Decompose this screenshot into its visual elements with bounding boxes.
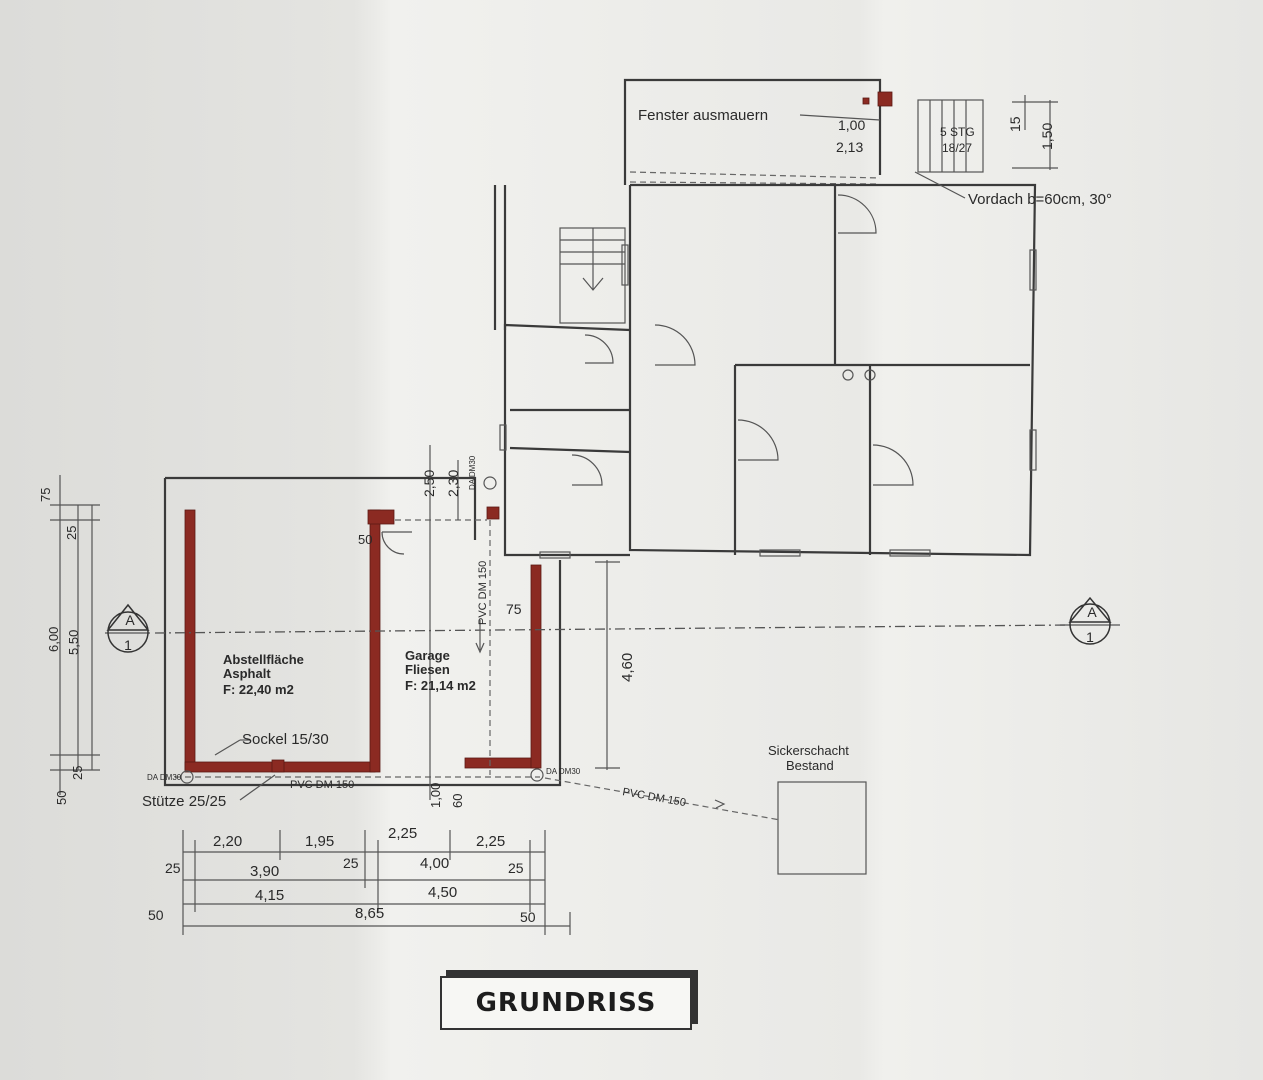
left-dim-75: 75: [38, 488, 53, 502]
left-dim-25b: 25: [70, 766, 85, 780]
label-fenster: Fenster ausmauern: [638, 107, 768, 124]
room-abstell-name: Abstellfläche: [223, 652, 304, 667]
bottom-dim-14: 50: [520, 909, 536, 925]
label-window-2: 2,13: [836, 139, 863, 155]
drawing-title: GRUNDRISS: [440, 976, 692, 1030]
left-dim-600: 6,00: [46, 627, 61, 652]
dimension-lines: [50, 95, 1058, 935]
label-sockel: Sockel 15/30: [242, 731, 329, 748]
house-walls: [493, 78, 1037, 559]
section-line: [105, 596, 1120, 653]
label-dim-250: 2,50: [421, 470, 437, 497]
label-dim-460: 4,60: [619, 653, 636, 682]
label-stuetze: Stütze 25/25: [142, 793, 226, 810]
section-left-letter: A: [125, 612, 135, 628]
label-vordach: Vordach b=60cm, 30°: [968, 191, 1112, 208]
bottom-dim-7: 25: [343, 855, 359, 871]
label-dim-15: 15: [1007, 116, 1023, 132]
label-dim-75: 75: [506, 601, 522, 617]
bottom-dim-13: 8,65: [355, 905, 384, 922]
room-garage-area: F: 21,14 m2: [405, 678, 476, 693]
room-garage-name: Garage: [405, 648, 450, 663]
bottom-dim-5: 25: [165, 860, 181, 876]
label-sickerschacht: Sickerschacht: [768, 743, 849, 758]
sickerschacht-box: [777, 781, 867, 875]
room-garage-surface: Fliesen: [405, 662, 450, 677]
bottom-dim-10: 4,15: [255, 887, 284, 904]
label-da-1: DA DM30: [147, 773, 182, 782]
bottom-dim-11: 4,50: [428, 884, 457, 901]
bottom-dim-3: 2,25: [388, 825, 417, 842]
bottom-dim-12: 50: [148, 907, 164, 923]
label-bestand: Bestand: [786, 758, 834, 773]
bottom-dim-6: 3,90: [250, 863, 279, 880]
section-right-letter: A: [1087, 604, 1097, 620]
label-pvc-1: PVC DM 150: [290, 779, 354, 791]
label-dim-230: 2,30: [445, 470, 461, 497]
bottom-dim-2: 1,95: [305, 833, 334, 850]
section-right-num: 1: [1086, 629, 1094, 645]
label-window-1: 1,00: [838, 117, 865, 133]
section-left-num: 1: [124, 637, 132, 653]
label-pvc-3: PVC DM 150: [477, 561, 489, 625]
label-dim-50: 50: [358, 532, 372, 547]
bottom-dim-1: 2,20: [213, 833, 242, 850]
left-dim-550: 5,50: [66, 630, 81, 655]
bottom-dim-9: 25: [508, 860, 524, 876]
left-dim-50: 50: [54, 791, 69, 805]
garage-walls: [163, 476, 781, 821]
label-pvc-2: PVC DM 150: [621, 786, 686, 809]
label-dim-60: 60: [450, 794, 465, 808]
left-dim-25a: 25: [64, 526, 79, 540]
room-abstell-area: F: 22,40 m2: [223, 682, 294, 697]
room-abstell-surface: Asphalt: [223, 666, 271, 681]
label-dim-150: 1,50: [1039, 123, 1055, 150]
bottom-dim-8: 4,00: [420, 855, 449, 872]
label-stairs-2: 18/27: [942, 141, 972, 155]
label-da-3: DA DM30: [468, 455, 477, 490]
label-stairs-1: 5 STG: [940, 125, 975, 139]
bottom-dim-4: 2,25: [476, 833, 505, 850]
label-dim-100: 1,00: [428, 783, 443, 808]
label-da-2: DA DM30: [546, 767, 581, 776]
